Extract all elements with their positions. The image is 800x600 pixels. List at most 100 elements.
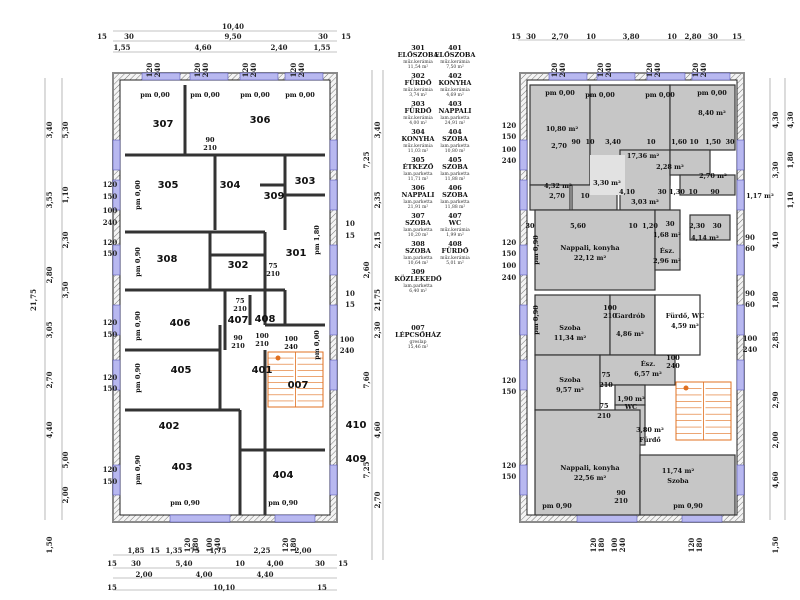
room-number-403: 403 bbox=[172, 462, 193, 473]
floor-level-label: pm 0,90 bbox=[134, 455, 142, 485]
dimension-text: 3,30 bbox=[771, 161, 780, 178]
room-label-text: 4,32 m² bbox=[544, 182, 572, 190]
window bbox=[519, 244, 528, 276]
room-number-304: 304 bbox=[220, 180, 241, 191]
dimension-text: 2,30 bbox=[373, 321, 382, 338]
room-number-405: 405 bbox=[171, 365, 192, 376]
room-label-text: Nappali, konyha bbox=[560, 244, 620, 252]
dimension-text: 15 bbox=[341, 32, 351, 41]
window bbox=[274, 514, 316, 523]
window bbox=[519, 179, 528, 211]
floor-level-label: pm 0,90 bbox=[134, 247, 142, 277]
dimension-text: 1,55 bbox=[113, 43, 130, 52]
dimension-text: 75 bbox=[601, 371, 611, 379]
window bbox=[169, 514, 231, 523]
window-size-label: 100 bbox=[502, 145, 517, 154]
room-number-408: 408 bbox=[255, 314, 276, 325]
dimension-text: 15 bbox=[107, 583, 117, 592]
room-area bbox=[654, 209, 681, 271]
window-size-label: 120 bbox=[103, 318, 118, 327]
dimension-text: 2,70 bbox=[551, 142, 567, 150]
legend-room-area: 7,50 m² bbox=[446, 64, 464, 70]
legend-room-area: 15,46 m² bbox=[408, 344, 429, 350]
room-number-407: 407 bbox=[228, 315, 249, 326]
legend-floor-finish: greslap bbox=[409, 339, 426, 345]
room-area bbox=[639, 454, 736, 516]
room-label-text: 4,59 m² bbox=[671, 322, 699, 330]
window-size-label: 240 bbox=[213, 538, 222, 553]
stair-start-marker bbox=[275, 355, 281, 361]
window-size-label: 15 bbox=[345, 231, 355, 240]
dimension-text: 10 bbox=[586, 32, 596, 41]
dimension-text: 9,50 bbox=[224, 32, 241, 41]
dimension-text: 10 bbox=[585, 138, 595, 146]
dimension-text: 3,80 bbox=[622, 32, 639, 41]
room-number-302: 302 bbox=[228, 260, 249, 271]
dimension-text: 10,10 bbox=[213, 583, 235, 592]
dimension-text: 30 bbox=[318, 32, 328, 41]
dimension-text: 2,00 bbox=[771, 431, 780, 448]
room-label: 1,68 m² bbox=[653, 231, 681, 239]
room-label-text: Szoba bbox=[559, 376, 581, 384]
legend-floor-finish: műz.kerámia bbox=[403, 142, 433, 149]
dimension-text: pm 0,90 bbox=[673, 502, 703, 510]
room-label-text: Ész. bbox=[660, 246, 675, 255]
dimension-text: 30 bbox=[712, 222, 722, 230]
dimension-text: 1,50 bbox=[771, 536, 780, 553]
legend-room-name: ELŐSZOBA bbox=[435, 50, 477, 59]
window-size-label: 120 bbox=[502, 121, 517, 130]
window bbox=[596, 72, 636, 81]
dimension-text: 1,75 bbox=[209, 546, 226, 555]
room-label-text: 2,70 m² bbox=[699, 172, 727, 180]
room-label-text: 17,36 m² bbox=[627, 152, 659, 160]
dimension-text: 15 bbox=[107, 559, 117, 568]
legend-room-area: 11,54 m² bbox=[408, 64, 429, 70]
dimension-text: 5,00 bbox=[61, 451, 70, 468]
legend-room-number: 403 bbox=[448, 100, 462, 108]
window bbox=[576, 514, 638, 523]
window-size-label: 240 bbox=[201, 63, 210, 78]
dimension-text: pm 0,90 bbox=[542, 502, 572, 510]
window bbox=[646, 72, 686, 81]
dimension-text: 1,50 bbox=[705, 138, 721, 146]
window bbox=[736, 244, 745, 276]
window bbox=[519, 304, 528, 336]
dimension-text: 1,35 bbox=[165, 546, 182, 555]
room-label-text: 2,28 m² bbox=[656, 163, 684, 171]
window-size-label: 150 bbox=[502, 132, 517, 141]
dimension-text: 2,30 bbox=[61, 231, 70, 248]
legend-room-number: 401 bbox=[448, 44, 462, 52]
window-size-label: 150 bbox=[103, 477, 118, 486]
dimension-text: 2,30 bbox=[689, 222, 705, 230]
room-area bbox=[529, 184, 571, 211]
dimension-text: 10 bbox=[646, 138, 656, 146]
room-label-text: pm 0,00 bbox=[585, 91, 615, 99]
legend-floor-finish: lam.parketta bbox=[440, 199, 470, 205]
dimension-text: 10 bbox=[580, 192, 590, 200]
legend-room-name: SZOBA bbox=[442, 135, 469, 143]
dimension-text: 3,40 bbox=[605, 138, 621, 146]
door-size-label: 210 bbox=[255, 340, 269, 348]
room-label-text: pm 0,00 bbox=[545, 89, 575, 97]
dimension-text: 75 bbox=[599, 402, 609, 410]
dimension-text: 10,40 bbox=[222, 22, 244, 31]
dimension-text: pm 0,90 bbox=[532, 235, 540, 265]
window-size-label: 150 bbox=[502, 249, 517, 258]
dimension-text: 90 bbox=[571, 138, 581, 146]
room-label-text: 4,14 m² bbox=[691, 234, 719, 242]
legend-room-name: SZOBA bbox=[405, 247, 432, 255]
room-number-401: 401 bbox=[252, 365, 273, 376]
window-size-label: 120 bbox=[183, 538, 192, 553]
window-size-label: 10 bbox=[345, 219, 355, 228]
dimension-text: 4,60 bbox=[194, 43, 211, 52]
dimension-text: 2,35 bbox=[373, 191, 382, 208]
window-size-label: 120 bbox=[281, 538, 290, 553]
dimension-text: 210 bbox=[597, 412, 611, 420]
window-size-label: 150 bbox=[103, 249, 118, 258]
